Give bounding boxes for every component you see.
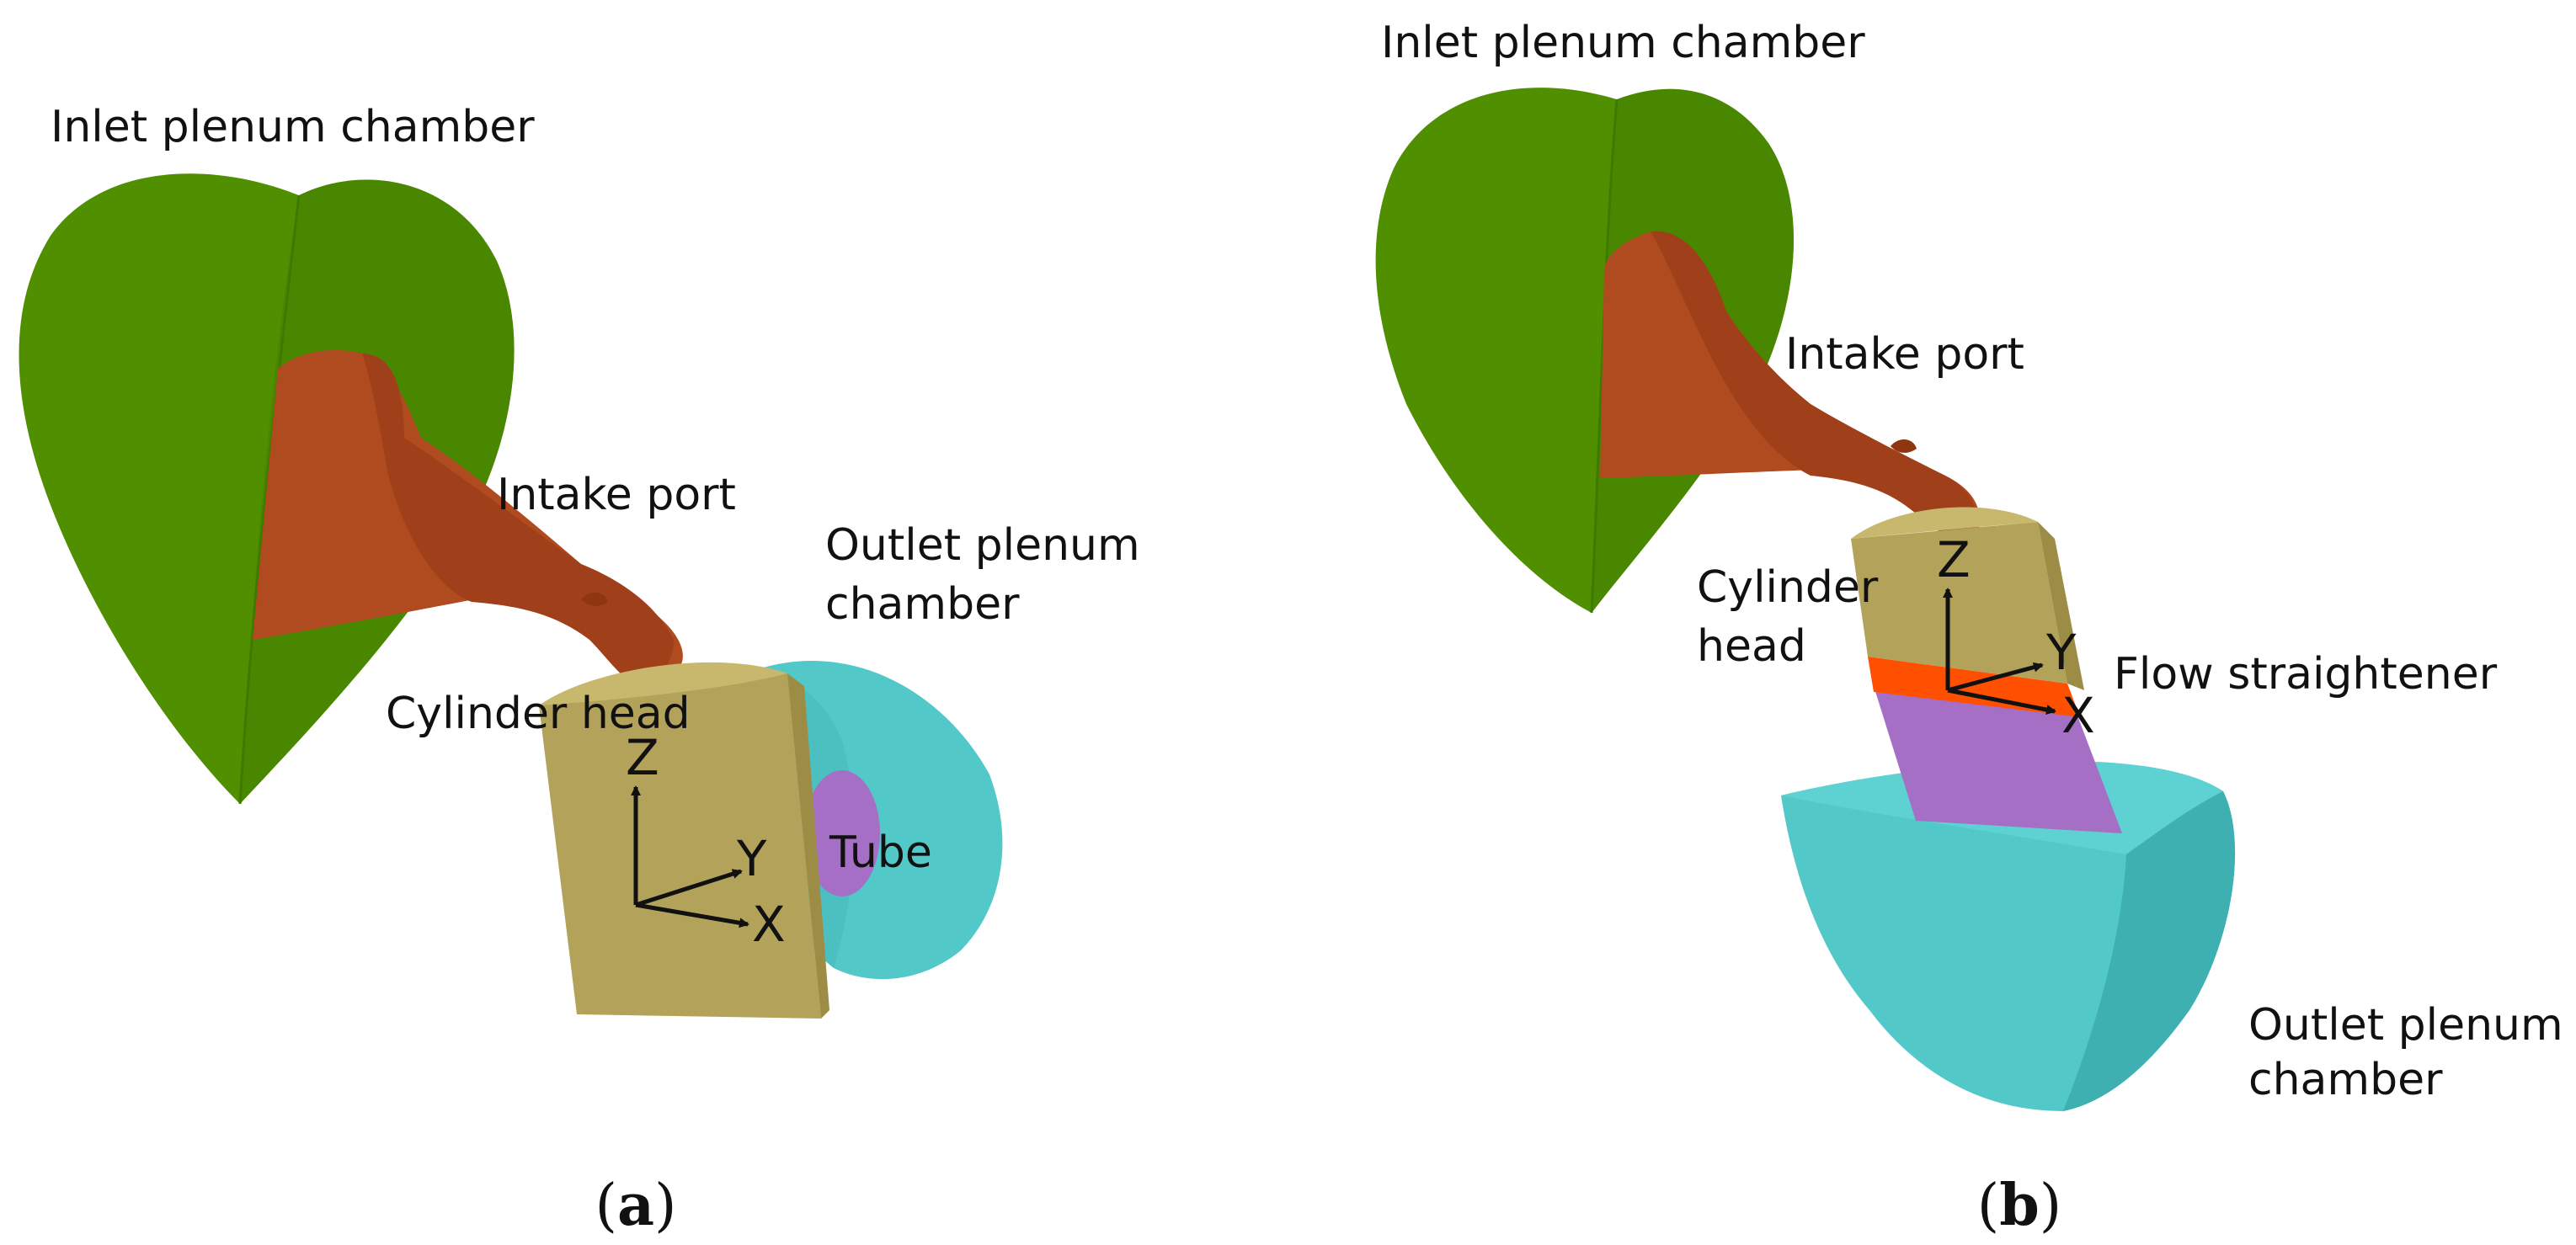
panel-a-y-axis-arrow: [635, 869, 743, 907]
panel-a-intake-port: [253, 350, 683, 686]
panel-a-cylinder-head-side: [787, 673, 829, 1019]
panel-b-z-axis-label: Z: [1937, 531, 1971, 588]
panel-b-cylinder-head-top: [1851, 507, 2038, 539]
panel-b-caption: (b): [1977, 1172, 2062, 1239]
panel-b-outlet-plenum-label-line1: Outlet plenum: [2248, 1000, 2563, 1051]
panel-b-flow-straightener-label: Flow straightener: [2114, 649, 2498, 700]
panel-b-x-axis-label: X: [2061, 687, 2095, 744]
panel-a-caption: (a): [595, 1172, 676, 1239]
panel-a-cylinder-head-top: [539, 662, 787, 705]
panel-a-outlet-plenum-label-line2: chamber: [825, 579, 1020, 630]
panel-a-caption-close: ): [654, 1173, 677, 1239]
panel-a-intake-port-label: Intake port: [497, 470, 736, 520]
panel-a-z-axis-label: Z: [626, 729, 659, 786]
panel-a-inlet-plenum-seam: [238, 194, 301, 805]
panel-b-outlet-plenum-label-line2: chamber: [2248, 1055, 2443, 1105]
panel-b-cylinder-head-front: [1851, 522, 2067, 684]
panel-b-intake-port-label: Intake port: [1785, 329, 2024, 380]
panel-a-x-axis-label: X: [752, 896, 786, 953]
panel-a-cylinder-head: [539, 662, 829, 1019]
panel-b-caption-letter: b: [1999, 1172, 2040, 1239]
panel-a-outlet-plenum-label-line1: Outlet plenum: [825, 520, 1140, 571]
panel-a-caption-letter: a: [617, 1172, 654, 1239]
panel-b-intake-port-runner: [1651, 231, 1978, 538]
panel-a-cylinder-head-label: Cylinder head: [386, 689, 691, 739]
panel-b-tube-section: [1874, 686, 2122, 833]
panel-b: Z Y X Inlet plenum chamber Intake port C…: [1375, 18, 2563, 1239]
panel-b-y-axis-label: Y: [2045, 624, 2077, 681]
panel-a-coordinate-axes: Z Y X: [626, 729, 786, 953]
panel-a-tube-label: Tube: [829, 827, 932, 878]
panel-b-inlet-plenum-label: Inlet plenum chamber: [1381, 18, 1865, 68]
panel-b-cylinder-head-label-line2: head: [1697, 621, 1806, 672]
panel-b-flow-straightener: [1868, 657, 2080, 717]
panel-b-y-axis-arrow: [1947, 662, 2044, 693]
panel-b-cylinder-head-side: [2038, 522, 2084, 690]
panel-b-x-axis-arrow: [1947, 688, 2056, 715]
panel-a-cylinder-head-front: [539, 673, 821, 1019]
panel-b-caption-close: ): [2040, 1173, 2062, 1239]
panel-a-x-axis-arrow: [635, 902, 749, 928]
panel-a-caption-open: (: [595, 1173, 617, 1239]
panel-a-intake-port-bump: [581, 593, 608, 606]
panel-b-intake-port: [1600, 231, 1980, 538]
panel-b-cylinder-head: [1851, 507, 2122, 833]
panel-b-coordinate-axes: Z Y X: [1937, 531, 2095, 744]
panel-a: Z Y X Inlet plenum chamber Intake port O…: [19, 102, 1140, 1239]
panel-b-outlet-plenum-side: [2063, 791, 2236, 1111]
panel-b-intake-port-bump: [1891, 439, 1917, 453]
panel-b-caption-open: (: [1977, 1173, 2000, 1239]
panel-a-tube: [804, 770, 880, 897]
panel-a-inlet-plenum-label: Inlet plenum chamber: [51, 102, 535, 152]
panel-b-cylinder-head-label-line1: Cylinder: [1697, 562, 1879, 613]
panel-a-y-axis-label: Y: [736, 830, 767, 887]
